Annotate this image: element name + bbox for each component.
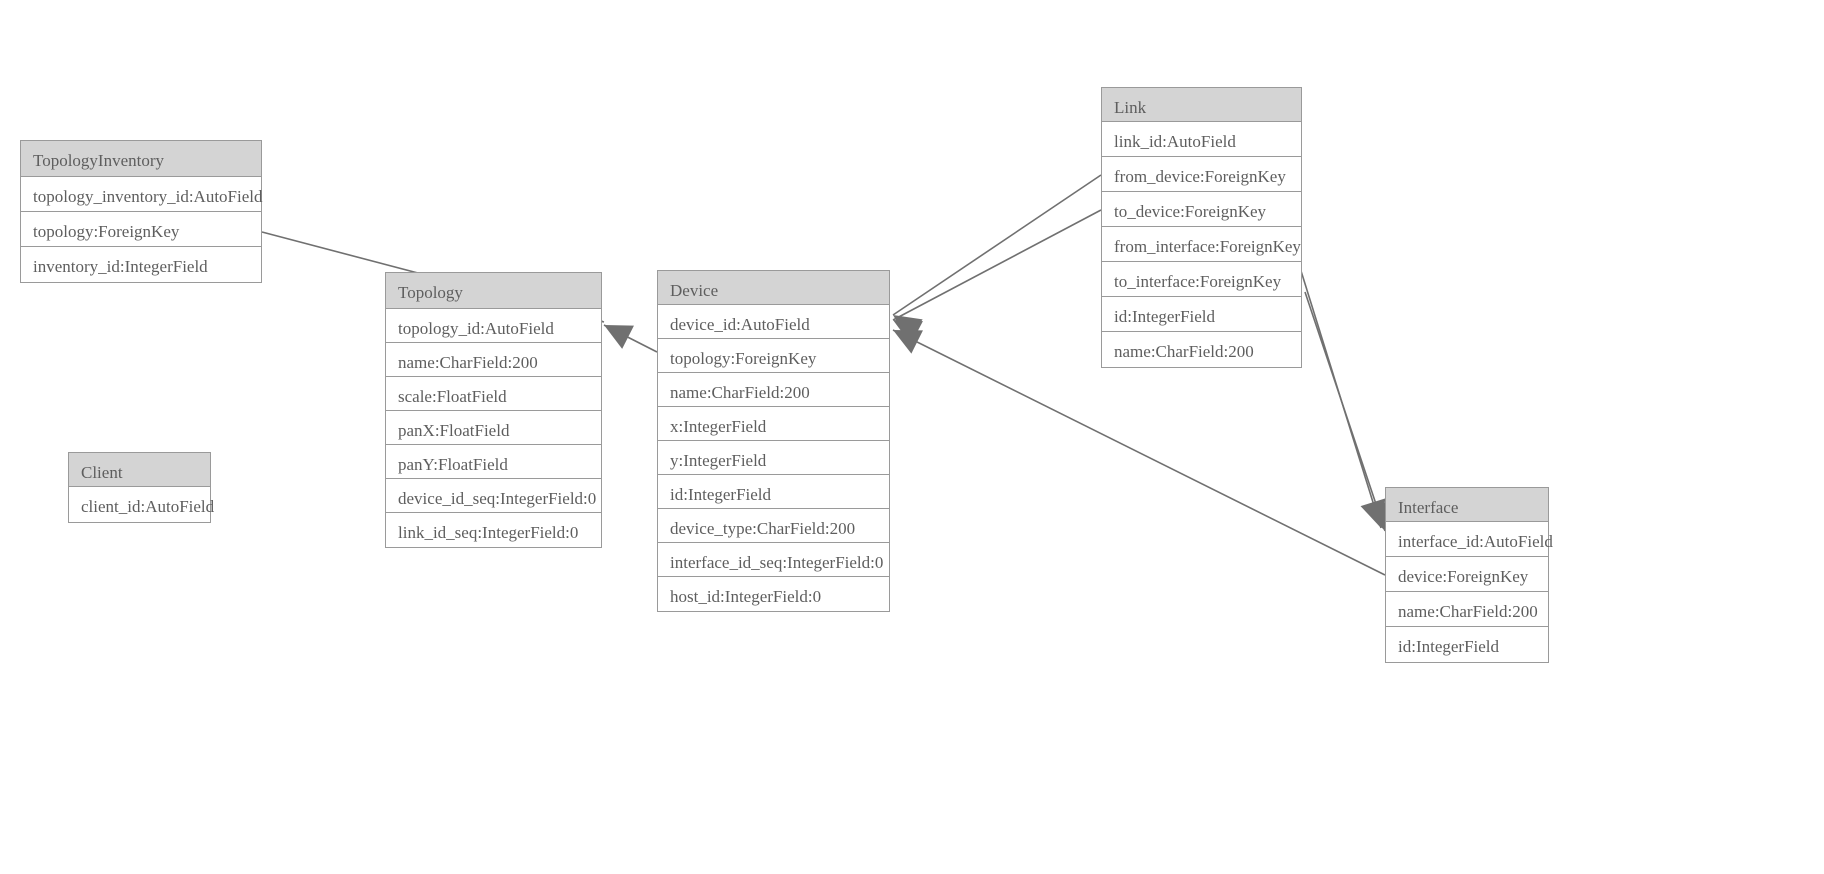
arrowhead-icon [1360, 498, 1386, 528]
field-row: from_interface:ForeignKey [1102, 227, 1301, 262]
entity-title-topology_inventory: TopologyInventory [21, 141, 261, 177]
field-row: client_id:AutoField [69, 487, 214, 522]
entity-title-topology: Topology [386, 273, 601, 309]
field-row: topology_inventory_id:AutoField [21, 177, 263, 212]
relationship-line [603, 324, 658, 353]
field-row: panX:FloatField [386, 411, 601, 445]
field-row: to_device:ForeignKey [1102, 192, 1301, 227]
field-row: device_id_seq:IntegerField:0 [386, 479, 601, 513]
field-row: x:IntegerField [658, 407, 889, 441]
field-row: interface_id:AutoField [1386, 522, 1553, 557]
field-row: name:CharField:200 [386, 343, 601, 377]
arrowhead-icon [893, 320, 923, 345]
relationship-link-from-interface-to-interface [1296, 257, 1386, 529]
field-row: from_device:ForeignKey [1102, 157, 1301, 192]
field-row: topology_id:AutoField [386, 309, 601, 343]
field-row: name:CharField:200 [658, 373, 889, 407]
arrowhead-icon [893, 315, 923, 341]
arrowhead-icon [604, 325, 634, 349]
field-row: link_id_seq:IntegerField:0 [386, 513, 601, 547]
field-row: name:CharField:200 [1386, 592, 1548, 627]
field-row: device:ForeignKey [1386, 557, 1548, 592]
relationship-line [1296, 257, 1382, 529]
field-row: topology:ForeignKey [21, 212, 261, 247]
field-row: id:IntegerField [1102, 297, 1301, 332]
field-row: id:IntegerField [1386, 627, 1548, 662]
field-row: y:IntegerField [658, 441, 889, 475]
field-row: name:CharField:200 [1102, 332, 1301, 367]
field-row: to_interface:ForeignKey [1102, 262, 1301, 297]
field-row: scale:FloatField [386, 377, 601, 411]
field-row: device_type:CharField:200 [658, 509, 889, 543]
field-row: device_id:AutoField [658, 305, 889, 339]
field-row: id:IntegerField [658, 475, 889, 509]
relationship-link-from-device-to-device [892, 174, 1102, 341]
field-row: link_id:AutoField [1102, 122, 1301, 157]
field-row: inventory_id:IntegerField [21, 247, 261, 282]
field-row: topology:ForeignKey [658, 339, 889, 373]
field-row: host_id:IntegerField:0 [658, 577, 889, 611]
entity-title-device: Device [658, 271, 889, 305]
relationship-link-to-interface-to-interface [1304, 291, 1389, 532]
entity-title-client: Client [69, 453, 210, 487]
field-row: panY:FloatField [386, 445, 601, 479]
relationship-link-to-device-to-device [892, 209, 1102, 345]
field-row: interface_id_seq:IntegerField:0 [658, 543, 889, 577]
entity-title-link: Link [1102, 88, 1301, 122]
relationship-line [892, 209, 1102, 321]
entity-fields-client: client_id:AutoField [69, 487, 214, 522]
relationship-device-to-topology [603, 324, 658, 353]
relationship-line [1304, 291, 1386, 532]
arrowhead-icon [893, 330, 923, 354]
relationship-line [892, 174, 1102, 316]
entity-title-interface: Interface [1386, 488, 1548, 522]
